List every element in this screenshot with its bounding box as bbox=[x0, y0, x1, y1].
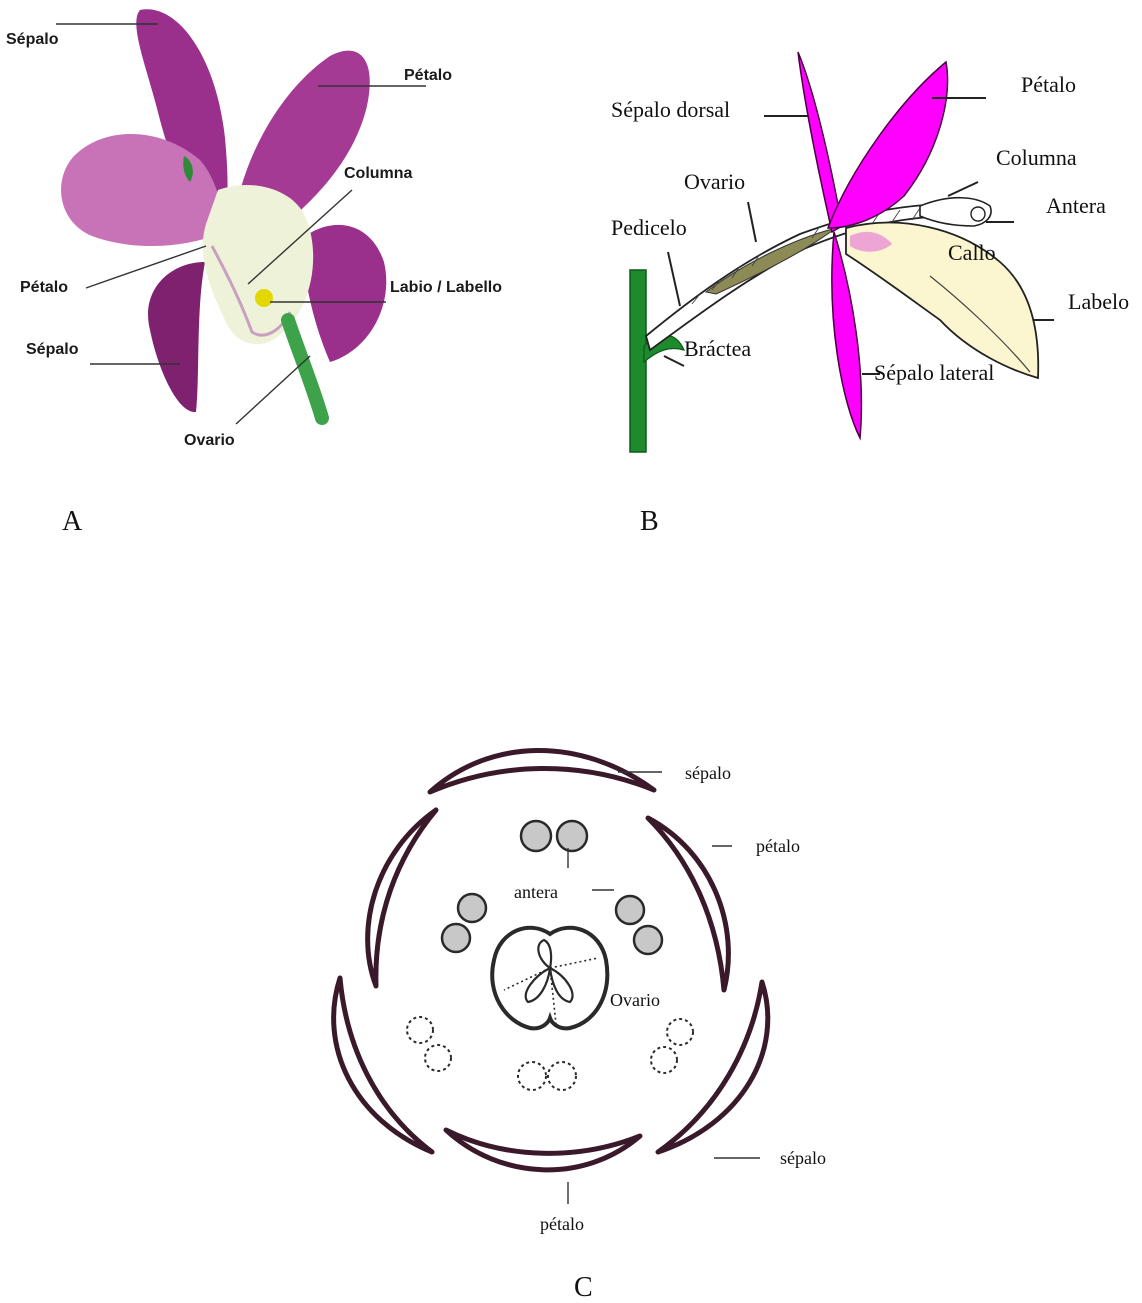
label-a-sepalo-bottom: Sépalo bbox=[26, 341, 79, 358]
panel-b-letter: B bbox=[640, 506, 659, 537]
label-a-labio: Labio / Labello bbox=[390, 279, 502, 296]
label-b-pedicelo: Pedicelo bbox=[611, 215, 687, 240]
c-petal-left bbox=[368, 810, 436, 986]
label-b-sepalo-lateral: Sépalo lateral bbox=[874, 360, 994, 385]
panel-a-letter: A bbox=[62, 506, 83, 537]
leader-b-columna bbox=[948, 182, 978, 196]
panel-c-letter: C bbox=[574, 1272, 593, 1303]
c-petal-bottom bbox=[446, 1130, 640, 1170]
lower-right-sepal bbox=[300, 225, 386, 362]
ovary-stem bbox=[288, 320, 322, 418]
label-b-antera: Antera bbox=[1046, 193, 1106, 218]
b-dorsal-sepal bbox=[798, 52, 842, 232]
panel-b: Sépalo dorsal Pétalo Columna Ovario Ante… bbox=[611, 52, 1129, 537]
orchid-photo bbox=[61, 9, 386, 418]
anther bbox=[255, 289, 273, 307]
leader-b-bractea bbox=[664, 356, 684, 366]
leader-a-ovario bbox=[236, 356, 310, 424]
label-c-sepalo-bottom: sépalo bbox=[780, 1148, 826, 1168]
label-c-antera: antera bbox=[514, 882, 558, 902]
label-b-petalo: Pétalo bbox=[1021, 72, 1076, 97]
c-staminode-bottom bbox=[518, 1062, 576, 1090]
b-lateral-sepal bbox=[832, 232, 862, 438]
panel-c: sépalo pétalo antera Ovario sépalo pétal… bbox=[334, 750, 826, 1303]
label-b-columna: Columna bbox=[996, 145, 1077, 170]
label-b-labelo: Labelo bbox=[1068, 289, 1129, 314]
b-ovary bbox=[706, 228, 836, 294]
c-anther-left bbox=[442, 894, 486, 952]
leader-b-ovario bbox=[748, 202, 756, 242]
c-ovary bbox=[492, 928, 607, 1029]
label-a-columna: Columna bbox=[344, 165, 413, 182]
c-anther-right bbox=[616, 896, 662, 954]
c-anther-top bbox=[521, 821, 587, 851]
label-a-sepalo-top: Sépalo bbox=[6, 31, 59, 48]
c-staminode-left bbox=[407, 1017, 451, 1071]
label-c-petalo-right: pétalo bbox=[756, 836, 800, 856]
label-a-ovario: Ovario bbox=[184, 432, 235, 449]
label-b-bractea: Bráctea bbox=[684, 336, 751, 361]
c-sepal-top bbox=[430, 750, 654, 792]
c-sepal-left bbox=[334, 978, 432, 1152]
leader-b-pedicelo bbox=[668, 252, 680, 306]
label-b-sepalo-dorsal: Sépalo dorsal bbox=[611, 97, 730, 122]
panel-a: Sépalo Pétalo Columna Pétalo Labio / Lab… bbox=[6, 9, 502, 537]
label-c-petalo-bottom: pétalo bbox=[540, 1214, 584, 1234]
label-b-ovario: Ovario bbox=[684, 169, 745, 194]
label-c-sepalo-top: sépalo bbox=[685, 763, 731, 783]
label-a-petalo-left: Pétalo bbox=[20, 279, 68, 296]
b-anther bbox=[971, 207, 985, 221]
labellum bbox=[203, 185, 313, 344]
lower-left-sepal bbox=[148, 262, 205, 412]
label-c-ovario: Ovario bbox=[610, 990, 660, 1010]
label-a-petalo-right: Pétalo bbox=[404, 67, 452, 84]
c-staminode-right bbox=[651, 1019, 693, 1073]
label-b-callo: Callo bbox=[948, 240, 996, 265]
c-petal-right bbox=[648, 818, 728, 990]
